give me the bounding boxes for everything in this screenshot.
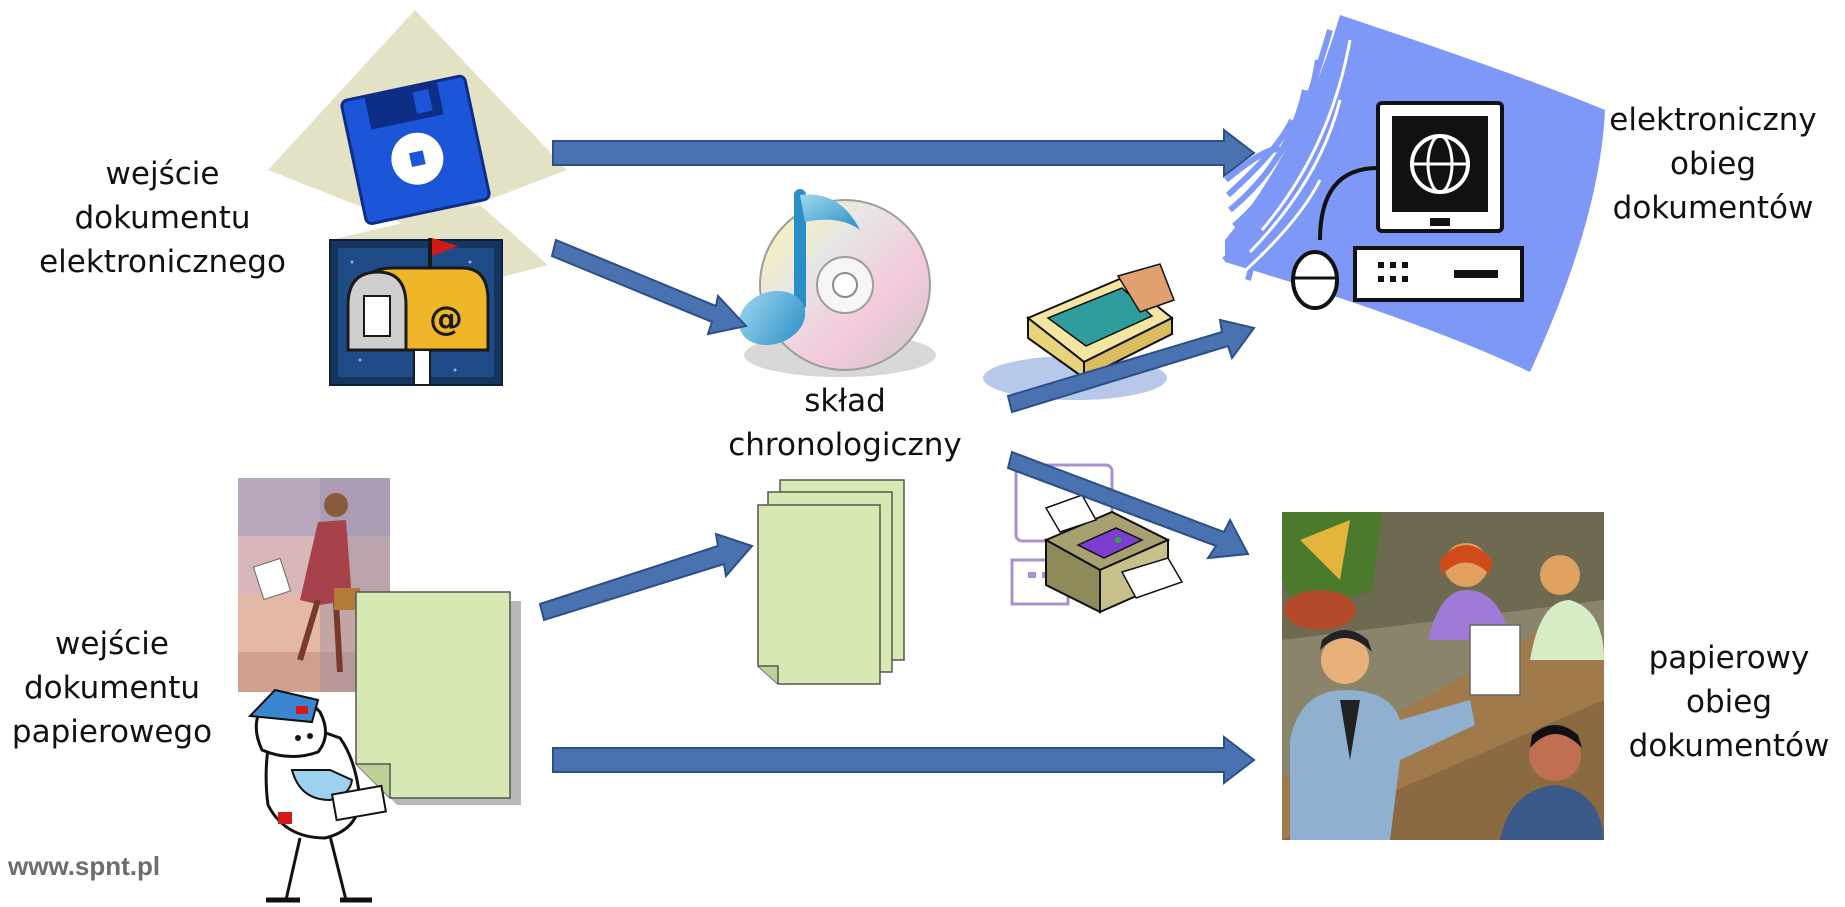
label-line: papierowego xyxy=(11,714,213,750)
label-line: skład xyxy=(804,383,886,419)
computer-globe-icon xyxy=(1222,15,1605,372)
arrow-paper-to-registry xyxy=(538,532,754,622)
arrow-mailbox-to-registry xyxy=(550,238,748,336)
paper-document-icon xyxy=(355,591,521,805)
office-meeting-icon xyxy=(1282,512,1604,840)
email-mailbox-icon: @ xyxy=(329,205,548,386)
arrow-paper-to-paper-flow xyxy=(552,734,1256,786)
label-electronic-flow: elektroniczny obieg dokumentów xyxy=(1588,98,1838,230)
floppy-disk-icon xyxy=(268,10,567,228)
courier-mailman-icon xyxy=(247,688,388,903)
label-chronological-registry: skład chronologiczny xyxy=(700,379,990,467)
arrow-scanner-to-electronic-flow xyxy=(1006,318,1256,414)
arrow-floppy-to-electronic-flow xyxy=(552,127,1256,179)
music-cd-icon xyxy=(738,189,936,377)
label-line: dokumentu xyxy=(23,670,200,706)
label-line: dokumentów xyxy=(1628,728,1830,764)
label-line: dokumentów xyxy=(1612,190,1814,226)
label-line: elektronicznego xyxy=(39,244,286,280)
label-line: obieg xyxy=(1669,146,1756,182)
label-line: wejście xyxy=(55,626,169,662)
label-paper-flow: papierowy obieg dokumentów xyxy=(1618,636,1840,768)
paper-stack-icon xyxy=(757,479,905,685)
arrow-printer-to-paper-flow xyxy=(1006,450,1250,560)
label-electronic-input: wejście dokumentu elektronicznego xyxy=(20,152,305,284)
label-line: obieg xyxy=(1685,684,1772,720)
label-line: dokumentu xyxy=(74,200,251,236)
footer-website: www.spnt.pl xyxy=(8,851,161,881)
label-line: papierowy xyxy=(1648,640,1810,676)
printer-icon xyxy=(1010,463,1184,614)
label-paper-input: wejście dokumentu papierowego xyxy=(0,622,224,754)
svg-text:@: @ xyxy=(429,299,463,339)
label-line: wejście xyxy=(105,156,220,192)
label-line: chronologiczny xyxy=(728,427,962,463)
label-line: elektroniczny xyxy=(1609,102,1817,138)
